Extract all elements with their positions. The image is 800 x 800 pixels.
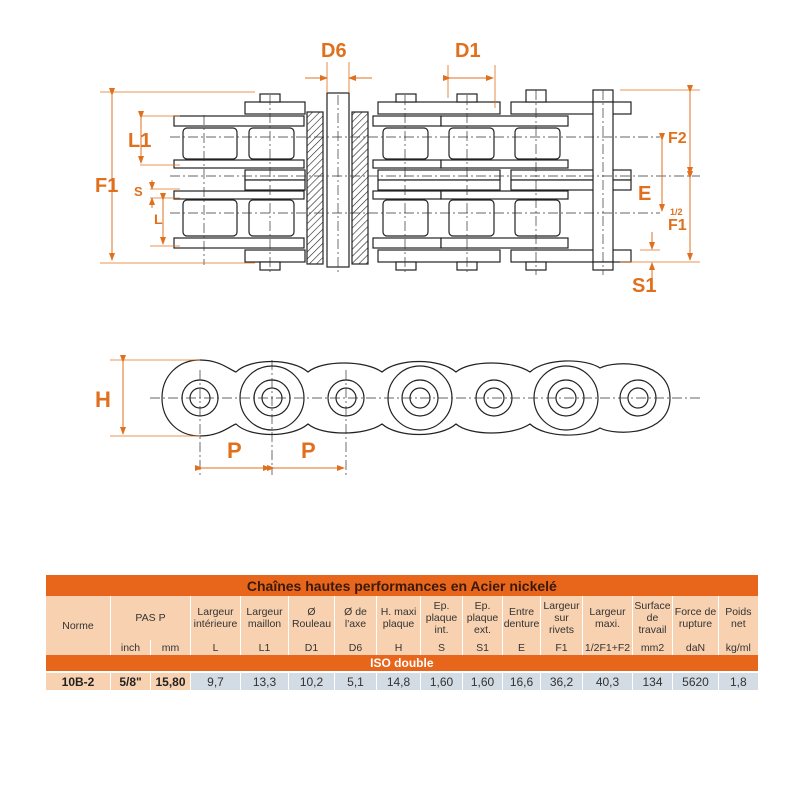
cell: 13,3 bbox=[240, 671, 289, 690]
cell: 10B-2 bbox=[45, 671, 111, 690]
cell: 9,7 bbox=[190, 671, 241, 690]
unit-cell: D1 bbox=[288, 640, 335, 655]
table-title: Chaînes hautes performances en Acier nic… bbox=[44, 575, 758, 596]
unit-cell: S bbox=[420, 640, 463, 655]
header-col: Largeur intérieure bbox=[190, 596, 241, 640]
pin-section bbox=[306, 92, 369, 268]
header-col: Ep. plaque ext. bbox=[462, 596, 503, 640]
header-col: Ep. plaque int. bbox=[420, 596, 463, 640]
dim-label-l1: L1 bbox=[128, 130, 151, 152]
chain-drawing: D6 D1 L1 F1 S L F2 E 1/2 F1 S1 H bbox=[95, 40, 700, 475]
cell: 5,1 bbox=[334, 671, 377, 690]
table-row: 10B-2 5/8" 15,80 9,7 13,3 10,2 5,1 14,8 … bbox=[45, 671, 758, 690]
cell: 40,3 bbox=[582, 671, 633, 690]
header-col: Surface de travail bbox=[632, 596, 673, 640]
unit-cell: L bbox=[190, 640, 241, 655]
dim-label-f1-right: F1 bbox=[668, 217, 687, 234]
dim-label-s1: S1 bbox=[632, 275, 656, 297]
unit-cell: D6 bbox=[334, 640, 377, 655]
unit-cell: mm2 bbox=[632, 640, 673, 655]
header-col: H. maxi plaque bbox=[376, 596, 421, 640]
cell: 36,2 bbox=[540, 671, 583, 690]
cell: 1,60 bbox=[420, 671, 463, 690]
dim-label-l: L bbox=[154, 211, 163, 227]
dim-label-e: E bbox=[638, 183, 651, 205]
unit-cell: E bbox=[502, 640, 541, 655]
unit-cell: daN bbox=[672, 640, 719, 655]
header-col: Largeur sur rivets bbox=[540, 596, 583, 640]
dim-label-half: 1/2 bbox=[670, 207, 683, 217]
header-col: Entre denture bbox=[502, 596, 541, 640]
header-norme: Norme bbox=[45, 596, 111, 655]
top-view: D6 D1 L1 F1 S L F2 E 1/2 F1 S1 bbox=[95, 40, 700, 297]
section-label: ISO double bbox=[44, 655, 758, 672]
cell: 5620 bbox=[672, 671, 719, 690]
header-pas: PAS P bbox=[110, 596, 191, 640]
cell: 134 bbox=[632, 671, 673, 690]
cell: 1,8 bbox=[717, 671, 758, 690]
spec-table: Chaînes hautes performances en Acier nic… bbox=[44, 575, 758, 690]
dim-label-d6: D6 bbox=[321, 40, 347, 62]
dim-label-p-2: P bbox=[301, 438, 316, 463]
unit-cell: F1 bbox=[540, 640, 583, 655]
cell: 15,80 bbox=[150, 671, 191, 690]
header-col: Largeur maxi. bbox=[582, 596, 633, 640]
dim-label-f1: F1 bbox=[95, 175, 118, 197]
dim-label-p-1: P bbox=[227, 438, 242, 463]
unit-cell: kg/ml bbox=[717, 640, 758, 655]
dim-label-d1: D1 bbox=[455, 40, 481, 62]
dim-label-h: H bbox=[95, 387, 111, 412]
dim-label-s: S bbox=[134, 184, 143, 199]
unit-cell: L1 bbox=[240, 640, 289, 655]
unit-cell: inch bbox=[110, 640, 151, 655]
unit-cell: H bbox=[376, 640, 421, 655]
cell: 16,6 bbox=[502, 671, 541, 690]
unit-cell: mm bbox=[150, 640, 191, 655]
header-col: Largeur maillon bbox=[240, 596, 289, 640]
rollers bbox=[182, 127, 561, 237]
cell: 10,2 bbox=[288, 671, 335, 690]
header-col: Force de rupture bbox=[672, 596, 719, 640]
header-col: Ø de l'axe bbox=[334, 596, 377, 640]
dim-label-f2: F2 bbox=[668, 130, 687, 147]
cell: 5/8" bbox=[110, 671, 151, 690]
cell: 1,60 bbox=[462, 671, 503, 690]
unit-cell: S1 bbox=[462, 640, 503, 655]
header-col: Poids net bbox=[717, 596, 758, 640]
cell: 14,8 bbox=[376, 671, 421, 690]
unit-cell: 1/2F1+F2 bbox=[582, 640, 633, 655]
header-col: Ø Rouleau bbox=[288, 596, 335, 640]
side-view: H P P bbox=[95, 355, 700, 475]
